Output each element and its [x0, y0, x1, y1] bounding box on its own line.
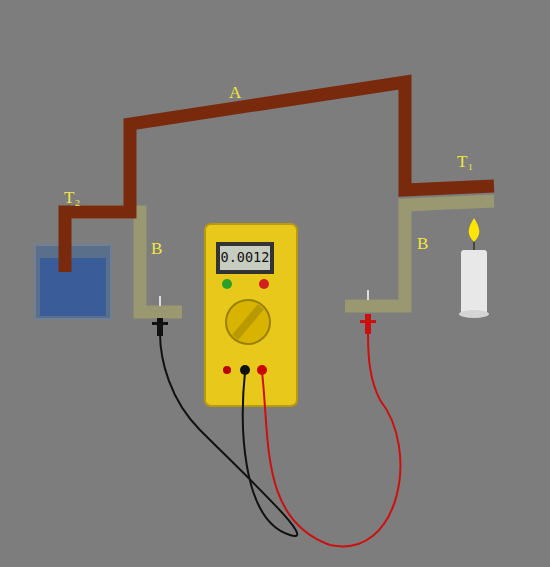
red-probe	[365, 314, 371, 334]
wire-label: A	[229, 84, 241, 101]
dial-knob	[232, 304, 264, 340]
ice-water	[40, 258, 106, 316]
terminal-pin	[159, 296, 161, 306]
probe-guard	[152, 322, 168, 325]
flame	[469, 218, 480, 242]
off-button	[259, 279, 269, 289]
meter-reading: 0.0012	[221, 251, 270, 265]
terminal-pin	[367, 290, 369, 300]
junction-label: T₁	[457, 153, 473, 170]
beaker	[35, 245, 111, 319]
jack	[223, 366, 231, 374]
wire-b	[70, 212, 182, 312]
candle-base	[459, 310, 489, 318]
black-lead	[160, 333, 297, 536]
on-button	[222, 279, 232, 289]
wire-label: B	[151, 240, 162, 257]
selector-dial	[226, 300, 270, 344]
junction-label: T₂	[64, 189, 80, 206]
wire-label: B	[417, 235, 428, 252]
display-frame	[216, 242, 274, 274]
black-probe	[157, 318, 163, 336]
red-lead	[262, 333, 400, 546]
probe-guard	[360, 320, 376, 323]
multimeter-body	[205, 224, 297, 406]
lcd-display	[220, 246, 270, 270]
candle	[461, 250, 487, 314]
